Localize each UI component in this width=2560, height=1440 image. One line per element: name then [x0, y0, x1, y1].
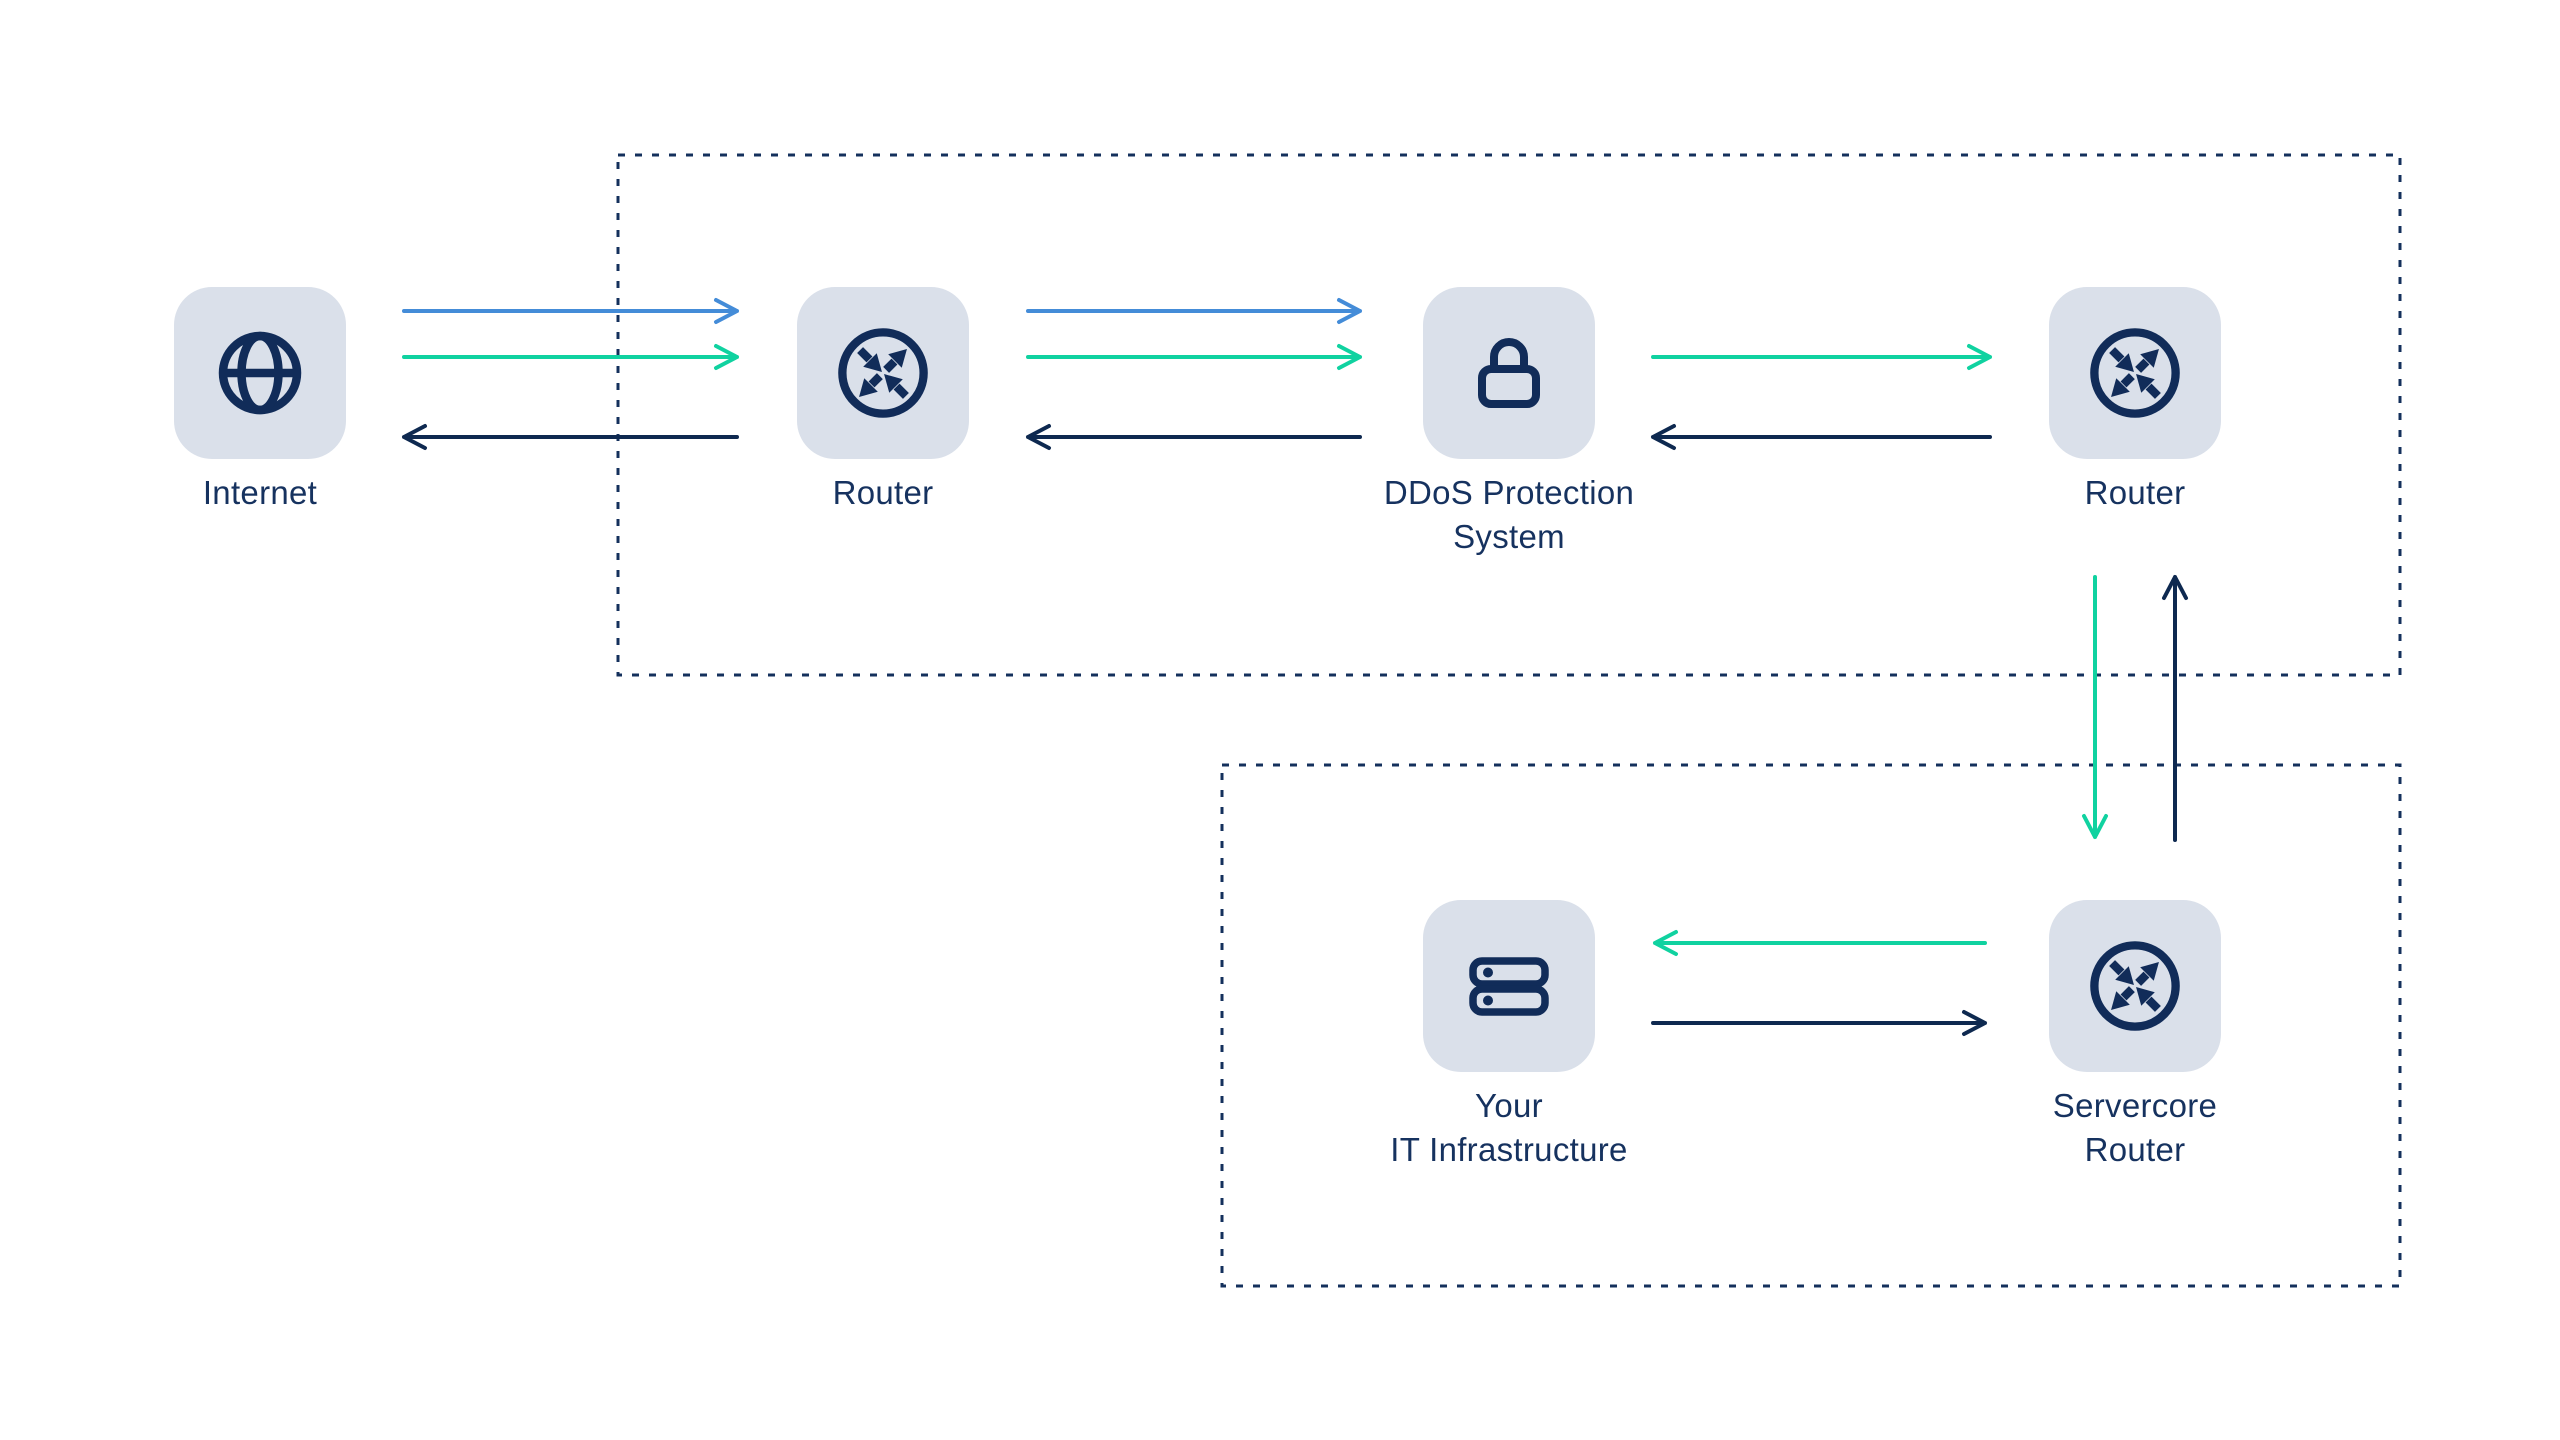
router-arrow-inward-br [884, 374, 909, 399]
arrow-ddos-to-core-router-green [1651, 344, 1992, 370]
node-ddos-label: DDoS Protection System [1383, 474, 1635, 555]
router-arrow-outward-tr [2135, 962, 2159, 986]
router-arrow-outward-bl [2111, 373, 2135, 397]
router-arrow-inward-tl [2109, 347, 2134, 372]
node-core-router-tile [2049, 287, 2221, 459]
node-servercore-router-label: Servercore Router [2052, 1087, 2218, 1168]
router-arrow-outward-tr [2135, 349, 2159, 373]
arrow-servercore-to-infra-green [1653, 930, 1987, 956]
router-icon [2090, 941, 2180, 1031]
upper-dotted-zone [616, 153, 2402, 677]
router-arrow-outward-bl [859, 373, 883, 397]
arrow-router-to-ddos-green [1026, 344, 1362, 370]
globe-icon [218, 331, 302, 415]
arrow-servercore-to-core-router-navy [2162, 575, 2188, 842]
router-arrow-outward-bl [2111, 986, 2135, 1010]
node-core-router-label: Router [2084, 474, 2186, 511]
node-infra-tile [1423, 900, 1595, 1072]
router-icon [838, 328, 928, 418]
arrow-internet-to-router-green [402, 344, 739, 370]
router-arrow-inward-tl [857, 347, 882, 372]
router-icon [2090, 328, 2180, 418]
node-internet-tile [174, 287, 346, 459]
lower-dotted-zone [1220, 763, 2402, 1288]
node-infra-label: Your IT Infrastructure [1390, 1087, 1628, 1168]
servers-icon [1469, 957, 1549, 1016]
lock-icon [1478, 338, 1540, 408]
node-internet-label: Internet [202, 474, 318, 511]
arrow-infra-to-servercore-navy [1651, 1010, 1987, 1036]
node-ddos-tile [1423, 287, 1595, 459]
arrow-router-to-internet-navy [402, 424, 739, 450]
node-servercore-router-tile [2049, 900, 2221, 1072]
router-arrow-inward-br [2136, 374, 2161, 399]
node-edge-router-tile [797, 287, 969, 459]
arrow-core-router-to-servercore-green [2082, 575, 2108, 839]
arrow-ddos-to-router-navy [1026, 424, 1362, 450]
arrow-router-to-ddos-blue [1026, 298, 1362, 324]
arrow-core-router-to-ddos-navy [1651, 424, 1992, 450]
router-arrow-outward-tr [883, 349, 907, 373]
router-arrow-inward-br [2136, 987, 2161, 1012]
router-arrow-inward-tl [2109, 960, 2134, 985]
node-edge-router-label: Router [832, 474, 934, 511]
arrow-internet-to-router-blue [402, 298, 739, 324]
